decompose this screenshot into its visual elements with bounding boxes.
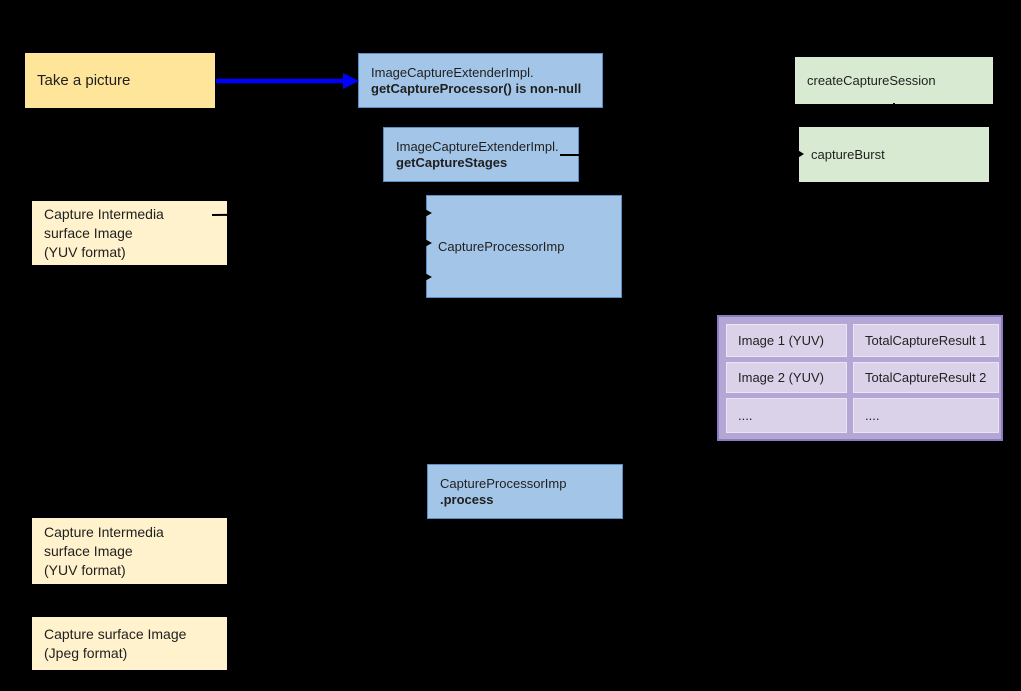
table-cell-image-more: .... xyxy=(726,398,847,433)
node-take-a-picture-label: Take a picture xyxy=(37,71,131,89)
node-capture-intermedia-surface-1: Capture Intermedia surface Image (YUV fo… xyxy=(32,201,227,265)
node-capture-processor-process-line1: CaptureProcessorImp xyxy=(440,475,567,491)
node-capture-intermedia-2-line2: surface Image xyxy=(44,542,133,559)
node-capture-burst-label: captureBurst xyxy=(811,146,885,162)
node-get-capture-stages-line2: getCaptureStages xyxy=(396,154,508,170)
node-capture-surface-jpeg-line1: Capture surface Image xyxy=(44,625,187,642)
table-cell-result-2: TotalCaptureResult 2 xyxy=(853,362,999,393)
node-get-capture-processor-line2: getCaptureProcessor() is non-null xyxy=(371,80,582,96)
node-capture-intermedia-1-line2: surface Image xyxy=(44,224,133,241)
table-cell-result-more: .... xyxy=(853,398,999,433)
node-create-capture-session-label: createCaptureSession xyxy=(807,72,936,88)
blue-flow-arrow xyxy=(216,73,359,89)
node-capture-intermedia-1-line1: Capture Intermedia xyxy=(44,205,164,222)
node-capture-processor-process-line2: .process xyxy=(440,491,494,507)
node-capture-surface-jpeg: Capture surface Image (Jpeg format) xyxy=(32,617,227,670)
node-capture-processor-imp-label: CaptureProcessorImp xyxy=(438,238,565,254)
node-capture-processor-imp: CaptureProcessorImp xyxy=(426,195,622,298)
node-take-a-picture: Take a picture xyxy=(25,53,215,108)
node-capture-surface-jpeg-line2: (Jpeg format) xyxy=(44,644,128,661)
node-capture-intermedia-2-line1: Capture Intermedia xyxy=(44,523,164,540)
table-cell-image-1: Image 1 (YUV) xyxy=(726,324,847,357)
node-create-capture-session: createCaptureSession xyxy=(795,57,993,104)
node-get-capture-processor-line1: ImageCaptureExtenderImpl. xyxy=(371,64,534,80)
node-get-capture-stages: ImageCaptureExtenderImpl. getCaptureStag… xyxy=(383,127,579,182)
node-capture-intermedia-2-line3: (YUV format) xyxy=(44,561,126,578)
table-cell-image-2: Image 2 (YUV) xyxy=(726,362,847,393)
node-capture-intermedia-surface-2: Capture Intermedia surface Image (YUV fo… xyxy=(32,518,227,584)
table-cell-result-1: TotalCaptureResult 1 xyxy=(853,324,999,357)
capture-results-table: Image 1 (YUV) TotalCaptureResult 1 Image… xyxy=(717,315,1003,441)
node-get-capture-stages-line1: ImageCaptureExtenderImpl. xyxy=(396,138,559,154)
node-capture-intermedia-1-line3: (YUV format) xyxy=(44,243,126,260)
node-capture-burst: captureBurst xyxy=(799,127,989,182)
node-get-capture-processor: ImageCaptureExtenderImpl. getCaptureProc… xyxy=(358,53,603,108)
node-capture-processor-process: CaptureProcessorImp .process xyxy=(427,464,623,519)
